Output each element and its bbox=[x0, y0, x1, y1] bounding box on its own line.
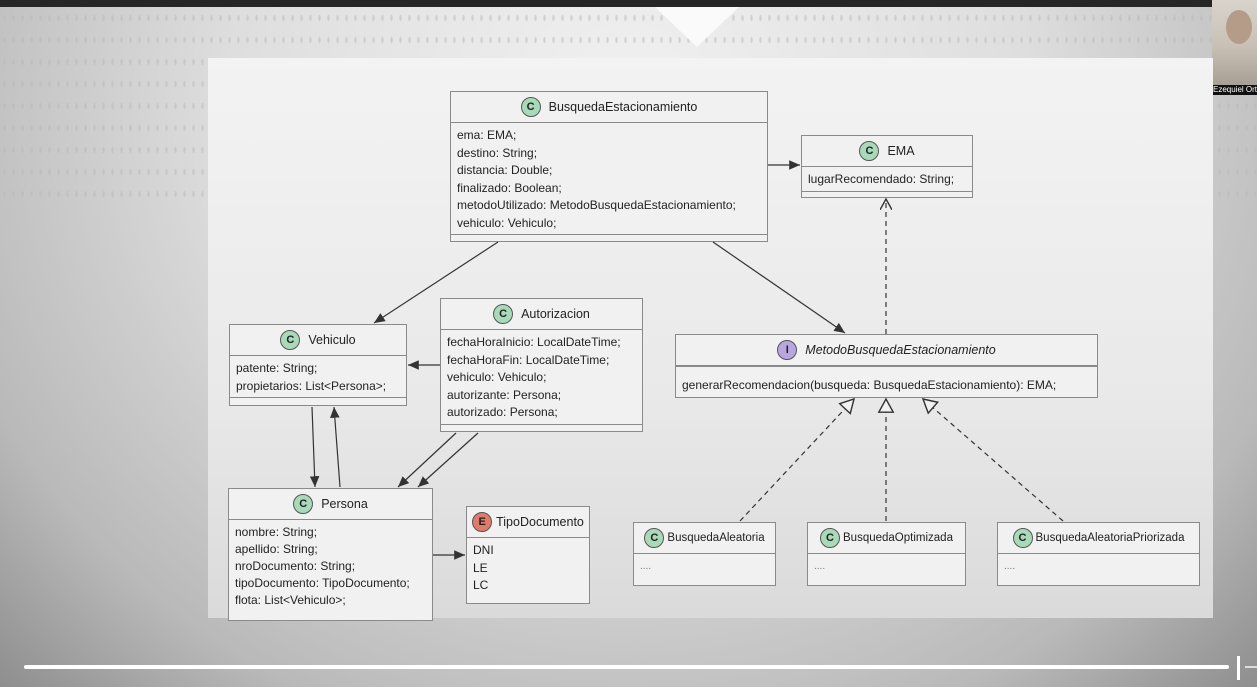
interface-badge-icon: I bbox=[777, 340, 798, 360]
class-attributes: ema: EMA; destino: String; distancia: Do… bbox=[451, 123, 767, 234]
class-header: C Persona bbox=[229, 489, 432, 520]
attribute: flota: List<Vehiculo>; bbox=[235, 593, 346, 607]
attribute: fechaHoraFin: LocalDateTime; bbox=[447, 352, 610, 367]
attribute: metodoUtilizado: MetodoBusquedaEstaciona… bbox=[457, 198, 736, 212]
attribute: apellido: String; bbox=[235, 542, 318, 556]
class-busqueda-aleatoria: C BusquedaAleatoria .... bbox=[633, 522, 776, 586]
class-name: EMA bbox=[887, 144, 915, 158]
assoc-busqueda-vehiculo bbox=[373, 241, 499, 324]
class-attributes: patente: String; propietarios: List<Pers… bbox=[230, 356, 406, 397]
class-name: Autorizacion bbox=[521, 307, 590, 321]
interface-metodo-busqueda: I MetodoBusquedaEstacionamiento generarR… bbox=[675, 334, 1098, 398]
class-badge-icon: C bbox=[293, 494, 314, 514]
class-header: C BusquedaAleatoriaPriorizada bbox=[998, 523, 1199, 554]
realization-aleatoria bbox=[739, 399, 854, 522]
class-badge-icon: C bbox=[644, 528, 665, 548]
attribute: tipoDocumento: TipoDocumento; bbox=[235, 576, 410, 590]
interface-name: MetodoBusquedaEstacionamiento bbox=[805, 343, 996, 357]
attribute: finalizado: Boolean; bbox=[457, 180, 562, 195]
attribute: patente: String; bbox=[236, 361, 318, 375]
class-busqueda-optimizada: C BusquedaOptimizada .... bbox=[807, 522, 966, 586]
class-badge-icon: C bbox=[280, 330, 301, 350]
class-badge-icon: C bbox=[859, 141, 880, 161]
progress-remaining bbox=[1245, 666, 1257, 668]
assoc-busqueda-metodo bbox=[712, 241, 846, 334]
attribute: destino: String; bbox=[457, 145, 538, 160]
class-header: C BusquedaAleatoria bbox=[634, 523, 775, 554]
class-busqueda-aleatoria-priorizada: C BusquedaAleatoriaPriorizada .... bbox=[997, 522, 1200, 586]
assoc-autorizacion-persona-2 bbox=[417, 432, 479, 488]
assoc-persona-vehiculo bbox=[330, 406, 341, 488]
attribute: nombre: String; bbox=[235, 525, 318, 539]
enum-tipo-documento: E TipoDocumento DNI LE LC bbox=[466, 506, 590, 604]
realization-priorizada bbox=[923, 399, 1064, 522]
class-attributes-compartment bbox=[676, 366, 1097, 374]
class-body: .... bbox=[1004, 561, 1016, 572]
class-methods-compartment bbox=[802, 190, 972, 199]
class-attributes: lugarRecomendado: String; bbox=[802, 167, 972, 191]
class-header: C EMA bbox=[802, 136, 972, 167]
attribute: nroDocumento: String; bbox=[235, 559, 356, 573]
class-header: C Vehiculo bbox=[230, 325, 406, 356]
class-header: C Autorizacion bbox=[441, 299, 642, 330]
enum-value: LC bbox=[473, 578, 489, 592]
class-name: BusquedaEstacionamiento bbox=[548, 100, 698, 114]
assoc-vehiculo-persona bbox=[309, 406, 320, 488]
class-methods-compartment bbox=[230, 397, 406, 405]
class-name: BusquedaAleatoriaPriorizada bbox=[1035, 532, 1185, 544]
enum-value: LE bbox=[473, 560, 488, 575]
uml-class-diagram: C BusquedaEstacionamiento ema: EMA; dest… bbox=[208, 58, 1213, 621]
attribute: propietarios: List<Persona>; bbox=[236, 378, 387, 393]
assoc-autorizacion-persona-1 bbox=[397, 432, 457, 488]
attribute: autorizante: Persona; bbox=[447, 387, 562, 402]
class-badge-icon: C bbox=[493, 304, 514, 324]
class-methods-compartment bbox=[451, 234, 767, 242]
class-name: BusquedaAleatoria bbox=[667, 532, 765, 544]
class-body: .... bbox=[640, 561, 652, 572]
video-progress-bar[interactable] bbox=[24, 665, 1229, 669]
participant-name: Ezequiel Ortiz bbox=[1212, 85, 1257, 95]
attribute: ema: EMA; bbox=[457, 128, 517, 142]
class-badge-icon: C bbox=[820, 528, 841, 548]
class-persona: C Persona nombre: String; apellido: Stri… bbox=[228, 488, 433, 621]
slide-top-notch bbox=[655, 7, 739, 47]
attribute: autorizado: Persona; bbox=[447, 405, 558, 419]
enum-badge-icon: E bbox=[472, 512, 493, 532]
class-header: C BusquedaOptimizada bbox=[808, 523, 965, 554]
webcam-thumbnail[interactable] bbox=[1212, 0, 1257, 90]
class-name: BusquedaOptimizada bbox=[843, 532, 953, 544]
class-name: Persona bbox=[321, 497, 368, 511]
class-methods-compartment bbox=[441, 423, 642, 432]
enum-name: TipoDocumento bbox=[496, 515, 584, 529]
class-attributes: fechaHoraInicio: LocalDateTime; fechaHor… bbox=[441, 330, 642, 424]
progress-scrubber-handle[interactable] bbox=[1237, 656, 1240, 680]
class-busqueda-estacionamiento: C BusquedaEstacionamiento ema: EMA; dest… bbox=[450, 91, 768, 242]
method: generarRecomendacion(busqueda: BusquedaE… bbox=[682, 378, 1057, 392]
class-vehiculo: C Vehiculo patente: String; propietarios… bbox=[229, 324, 407, 406]
class-ema: C EMA lugarRecomendado: String; bbox=[801, 135, 973, 198]
attribute: lugarRecomendado: String; bbox=[808, 172, 955, 186]
class-autorizacion: C Autorizacion fechaHoraInicio: LocalDat… bbox=[440, 298, 643, 432]
attribute: vehiculo: Vehiculo; bbox=[447, 370, 547, 384]
class-badge-icon: C bbox=[1012, 528, 1033, 548]
class-methods: generarRecomendacion(busqueda: BusquedaE… bbox=[676, 374, 1097, 397]
class-body: .... bbox=[814, 561, 826, 572]
class-header: I MetodoBusquedaEstacionamiento bbox=[676, 335, 1097, 366]
attribute: distancia: Double; bbox=[457, 163, 553, 177]
class-header: E TipoDocumento bbox=[467, 507, 589, 538]
attribute: fechaHoraInicio: LocalDateTime; bbox=[447, 335, 621, 349]
video-top-bar bbox=[0, 0, 1257, 7]
enum-values: DNI LE LC bbox=[467, 538, 589, 597]
participant-head bbox=[1226, 10, 1252, 44]
class-attributes: nombre: String; apellido: String; nroDoc… bbox=[229, 520, 432, 611]
class-name: Vehiculo bbox=[308, 333, 356, 347]
attribute: vehiculo: Vehiculo; bbox=[457, 215, 557, 230]
enum-value: DNI bbox=[473, 543, 494, 557]
relationship-lines bbox=[309, 160, 1064, 560]
class-badge-icon: C bbox=[520, 97, 541, 117]
class-header: C BusquedaEstacionamiento bbox=[451, 92, 767, 123]
